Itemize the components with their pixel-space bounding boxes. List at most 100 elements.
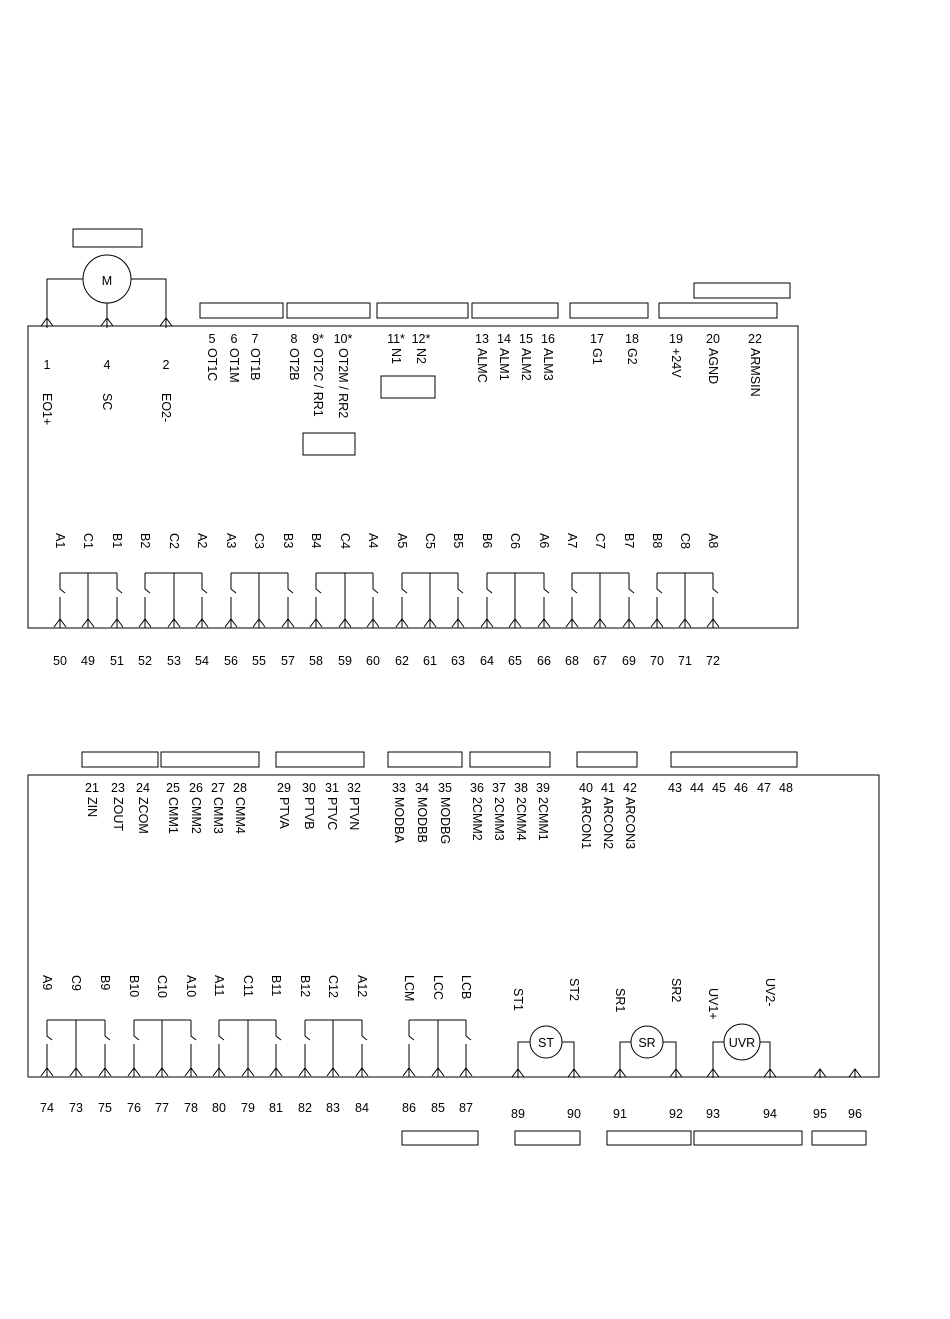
terminal-name: ZIN xyxy=(85,797,99,817)
terminal-number: 43 xyxy=(668,781,682,795)
contact-label: C8 xyxy=(678,533,692,549)
terminal-name: ARMSIN xyxy=(748,348,762,397)
terminal-name: SC xyxy=(100,393,114,410)
terminal-name: 2CMM4 xyxy=(514,797,528,841)
motor-wire xyxy=(131,278,167,319)
terminal-number: 89 xyxy=(511,1107,525,1121)
coil-right-label: ST2 xyxy=(567,978,581,1001)
contact-label: B9 xyxy=(98,975,112,990)
terminal-name: MODBB xyxy=(415,797,429,843)
terminal-number: 10* xyxy=(334,332,353,346)
terminal-number: 63 xyxy=(451,654,465,668)
blank-label-box xyxy=(670,751,798,768)
top-module-outline xyxy=(27,325,799,629)
terminal-number: 12* xyxy=(412,332,431,346)
terminal-number: 24 xyxy=(136,781,150,795)
terminal-number: 79 xyxy=(241,1101,255,1115)
terminal-number: 92 xyxy=(669,1107,683,1121)
terminal-number: 36 xyxy=(470,781,484,795)
terminal-number: 71 xyxy=(678,654,692,668)
blank-label-box xyxy=(606,1130,692,1146)
terminal-number: 47 xyxy=(757,781,771,795)
contact-label: A4 xyxy=(366,533,380,548)
terminal-number: 76 xyxy=(127,1101,141,1115)
terminal-number: 80 xyxy=(212,1101,226,1115)
motor-label: M xyxy=(102,274,112,288)
contact-label: C1 xyxy=(81,533,95,549)
terminal-number: 45 xyxy=(712,781,726,795)
terminal-name: OT2M / RR2 xyxy=(336,348,350,418)
terminal-number: 14 xyxy=(497,332,511,346)
terminal-number: 54 xyxy=(195,654,209,668)
terminal-number: 21 xyxy=(85,781,99,795)
terminal-number: 13 xyxy=(475,332,489,346)
terminal-number: 42 xyxy=(623,781,637,795)
blank-label-box xyxy=(401,1130,479,1146)
blank-label-box xyxy=(569,302,649,319)
terminal-number: 87 xyxy=(459,1101,473,1115)
terminal-name: AGND xyxy=(706,348,720,384)
terminal-number: 6 xyxy=(231,332,238,346)
terminal-number: 72 xyxy=(706,654,720,668)
terminal-name: MODBG xyxy=(438,797,452,844)
terminal-number: 17 xyxy=(590,332,604,346)
contact-label: C12 xyxy=(326,975,340,998)
blank-label-box xyxy=(387,751,463,768)
contact-label: C5 xyxy=(423,533,437,549)
contact-label: B8 xyxy=(650,533,664,548)
blank-label-box xyxy=(811,1130,867,1146)
bottom-module-outline xyxy=(27,774,880,1078)
terminal-name: CMM3 xyxy=(211,797,225,834)
terminal-name: N1 xyxy=(389,348,403,364)
blank-label-box xyxy=(81,751,159,768)
motor-wire xyxy=(46,278,83,319)
contact-label: C10 xyxy=(155,975,169,998)
contact-label: LCM xyxy=(402,975,416,1001)
terminal-name: PTVN xyxy=(347,797,361,830)
contact-label: B1 xyxy=(110,533,124,548)
contact-label: C3 xyxy=(252,533,266,549)
terminal-name: N2 xyxy=(414,348,428,364)
terminal-name: OT1M xyxy=(227,348,241,383)
terminal-name: PTVB xyxy=(302,797,316,830)
terminal-number: 41 xyxy=(601,781,615,795)
terminal-number: 81 xyxy=(269,1101,283,1115)
terminal-name: G2 xyxy=(625,348,639,365)
coil-wire xyxy=(663,1041,677,1070)
contact-label: A6 xyxy=(537,533,551,548)
terminal-number: 61 xyxy=(423,654,437,668)
terminal-number: 68 xyxy=(565,654,579,668)
terminal-number: 2 xyxy=(163,358,170,372)
blank-label-box xyxy=(302,432,356,456)
terminal-number: 30 xyxy=(302,781,316,795)
terminal-number: 20 xyxy=(706,332,720,346)
terminal-number: 40 xyxy=(579,781,593,795)
terminal-name: EO2- xyxy=(159,393,173,422)
terminal-number: 55 xyxy=(252,654,266,668)
terminal-name: OT1C xyxy=(205,348,219,381)
contact-label: A2 xyxy=(195,533,209,548)
terminal-number: 44 xyxy=(690,781,704,795)
coil-left-label: ST1 xyxy=(511,988,525,1011)
terminal-number: 91 xyxy=(613,1107,627,1121)
contact-label: B5 xyxy=(451,533,465,548)
blank-label-box xyxy=(469,751,551,768)
coil-wire xyxy=(562,1041,575,1070)
terminal-number: 57 xyxy=(281,654,295,668)
terminal-name: ALM3 xyxy=(541,348,555,381)
terminal-name: PTVA xyxy=(277,797,291,829)
terminal-number: 28 xyxy=(233,781,247,795)
contact-label: C4 xyxy=(338,533,352,549)
terminal-number: 22 xyxy=(748,332,762,346)
contact-label: A11 xyxy=(212,975,226,996)
terminal-number: 11* xyxy=(387,332,405,346)
terminal-name: OT2B xyxy=(287,348,301,381)
terminal-number: 84 xyxy=(355,1101,369,1115)
terminal-number: 67 xyxy=(593,654,607,668)
terminal-name: 2CMM1 xyxy=(536,797,550,841)
contact-label: B3 xyxy=(281,533,295,548)
terminal-number: 75 xyxy=(98,1101,112,1115)
terminal-number: 29 xyxy=(277,781,291,795)
blank-label-box xyxy=(576,751,638,768)
contact-label: LCC xyxy=(431,975,445,1000)
